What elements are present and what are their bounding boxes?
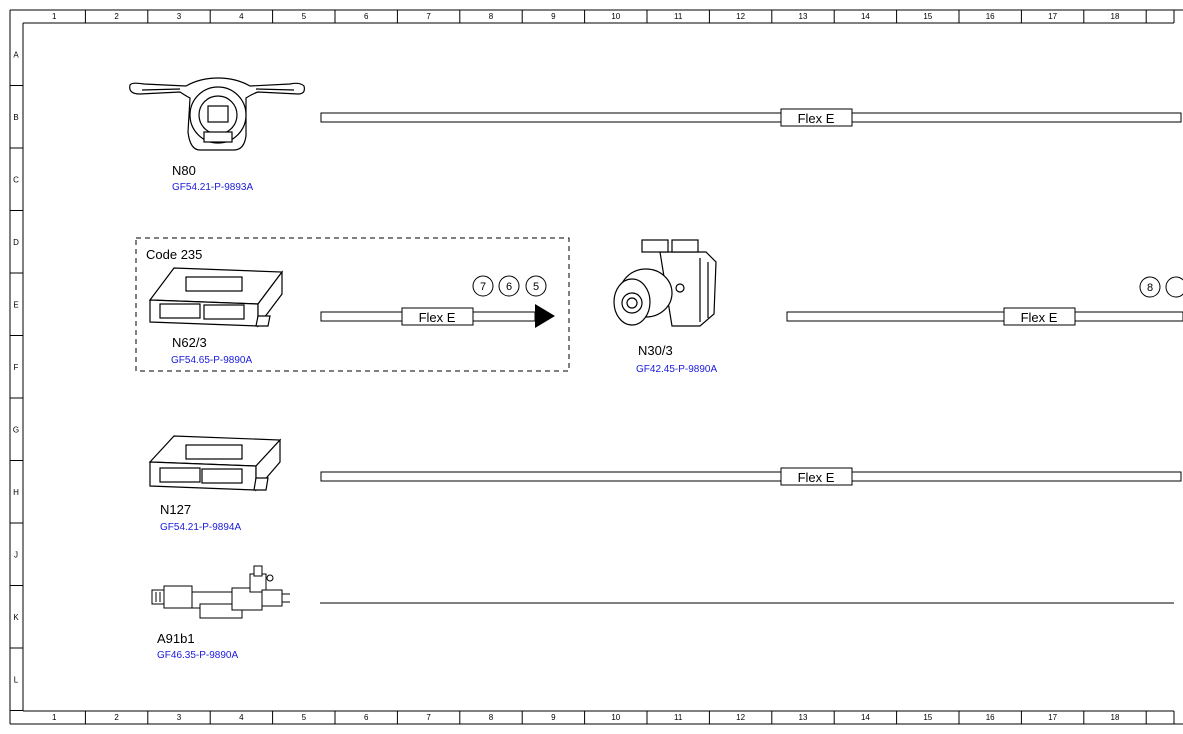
esp-hydraulic-unit-icon <box>613 239 717 327</box>
steering-rack-icon <box>151 565 290 619</box>
column-label-18-top: 18 <box>1111 12 1120 21</box>
column-label-6-bottom: 6 <box>364 713 369 722</box>
column-label-9-bottom: 9 <box>551 713 556 722</box>
steering-column-module-icon <box>129 77 305 151</box>
grid-ticks <box>10 10 1147 724</box>
column-label-7-top: 7 <box>426 12 431 21</box>
row-label-L: L <box>14 675 19 684</box>
column-label-2-bottom: 2 <box>114 713 119 722</box>
row-label-G: G <box>13 425 19 434</box>
column-label-1-bottom: 1 <box>52 713 57 722</box>
row-label-D: D <box>13 238 19 247</box>
column-label-7-bottom: 7 <box>426 713 431 722</box>
column-label-14-bottom: 14 <box>861 713 870 722</box>
row-label-H: H <box>13 488 19 497</box>
code-235-option-box <box>135 237 570 372</box>
column-label-18-bottom: 18 <box>1111 713 1120 722</box>
marker-5[interactable]: 5 <box>533 281 539 293</box>
component-name-a91b1: A91b1 <box>157 631 195 646</box>
component-ref-link-n62-3[interactable]: GF54.65-P-9890A <box>171 355 253 366</box>
bus-label-flex-e: Flex E <box>1021 310 1058 325</box>
row-label-J: J <box>14 550 18 559</box>
column-label-5-bottom: 5 <box>302 713 307 722</box>
column-label-4-top: 4 <box>239 12 244 21</box>
component-name-n30-3: N30/3 <box>638 343 673 358</box>
column-label-12-bottom: 12 <box>736 713 745 722</box>
row-label-E: E <box>13 300 18 309</box>
column-label-17-top: 17 <box>1048 12 1057 21</box>
bus-line-n80 <box>320 108 1182 127</box>
column-label-15-top: 15 <box>923 12 932 21</box>
marker-7[interactable]: 7 <box>480 281 486 293</box>
column-label-13-bottom: 13 <box>799 713 808 722</box>
component-name-n80: N80 <box>172 163 196 178</box>
component-ref-link-n30-3[interactable]: GF42.45-P-9890A <box>636 364 718 375</box>
control-unit-n127-icon <box>148 435 282 492</box>
bus-label-flex-e: Flex E <box>419 310 456 325</box>
column-label-6-top: 6 <box>364 12 369 21</box>
component-ref-link-n127[interactable]: GF54.21-P-9894A <box>160 522 242 533</box>
column-label-3-top: 3 <box>177 12 182 21</box>
marker-group-right <box>1139 276 1183 298</box>
column-label-5-top: 5 <box>302 12 307 21</box>
column-label-16-bottom: 16 <box>986 713 995 722</box>
column-label-17-bottom: 17 <box>1048 713 1057 722</box>
component-ref-link-n80[interactable]: GF54.21-P-9893A <box>172 182 254 193</box>
component-name-n62-3: N62/3 <box>172 335 207 350</box>
column-label-3-bottom: 3 <box>177 713 182 722</box>
component-ref-link-a91b1[interactable]: GF46.35-P-9890A <box>157 650 239 661</box>
component-name-n127: N127 <box>160 502 192 517</box>
row-label-F: F <box>14 363 19 372</box>
column-label-14-top: 14 <box>861 12 870 21</box>
bus-label-flex-e: Flex E <box>798 111 835 126</box>
column-label-8-bottom: 8 <box>489 713 494 722</box>
column-label-8-top: 8 <box>489 12 494 21</box>
column-label-10-bottom: 10 <box>611 713 620 722</box>
bus-line-n127 <box>320 467 1182 486</box>
bus-label-flex-e: Flex E <box>798 470 835 485</box>
row-label-B: B <box>13 113 18 122</box>
control-unit-n62-3-icon <box>148 267 284 328</box>
option-box-label: Code 235 <box>146 247 202 262</box>
column-label-15-bottom: 15 <box>923 713 932 722</box>
column-label-9-top: 9 <box>551 12 556 21</box>
bus-line-n30-3 <box>786 307 1183 326</box>
row-label-A: A <box>13 50 19 59</box>
column-label-11-bottom: 11 <box>674 713 683 722</box>
arrow-right-icon <box>535 304 555 328</box>
grid-labels: 1122334455667788991010111112121313141415… <box>13 12 1120 722</box>
row-label-C: C <box>13 175 19 184</box>
marker-group-arrow <box>472 275 547 297</box>
column-label-10-top: 10 <box>611 12 620 21</box>
marker-6[interactable]: 6 <box>506 281 512 293</box>
column-label-13-top: 13 <box>799 12 808 21</box>
column-label-2-top: 2 <box>114 12 119 21</box>
column-label-11-top: 11 <box>674 12 683 21</box>
column-label-12-top: 12 <box>736 12 745 21</box>
column-label-4-bottom: 4 <box>239 713 244 722</box>
column-label-16-top: 16 <box>986 12 995 21</box>
row-label-K: K <box>13 613 19 622</box>
column-label-1-top: 1 <box>52 12 57 21</box>
frame <box>9 9 1183 725</box>
flex-e-label-box <box>780 108 853 127</box>
marker-8[interactable]: 8 <box>1147 282 1153 294</box>
